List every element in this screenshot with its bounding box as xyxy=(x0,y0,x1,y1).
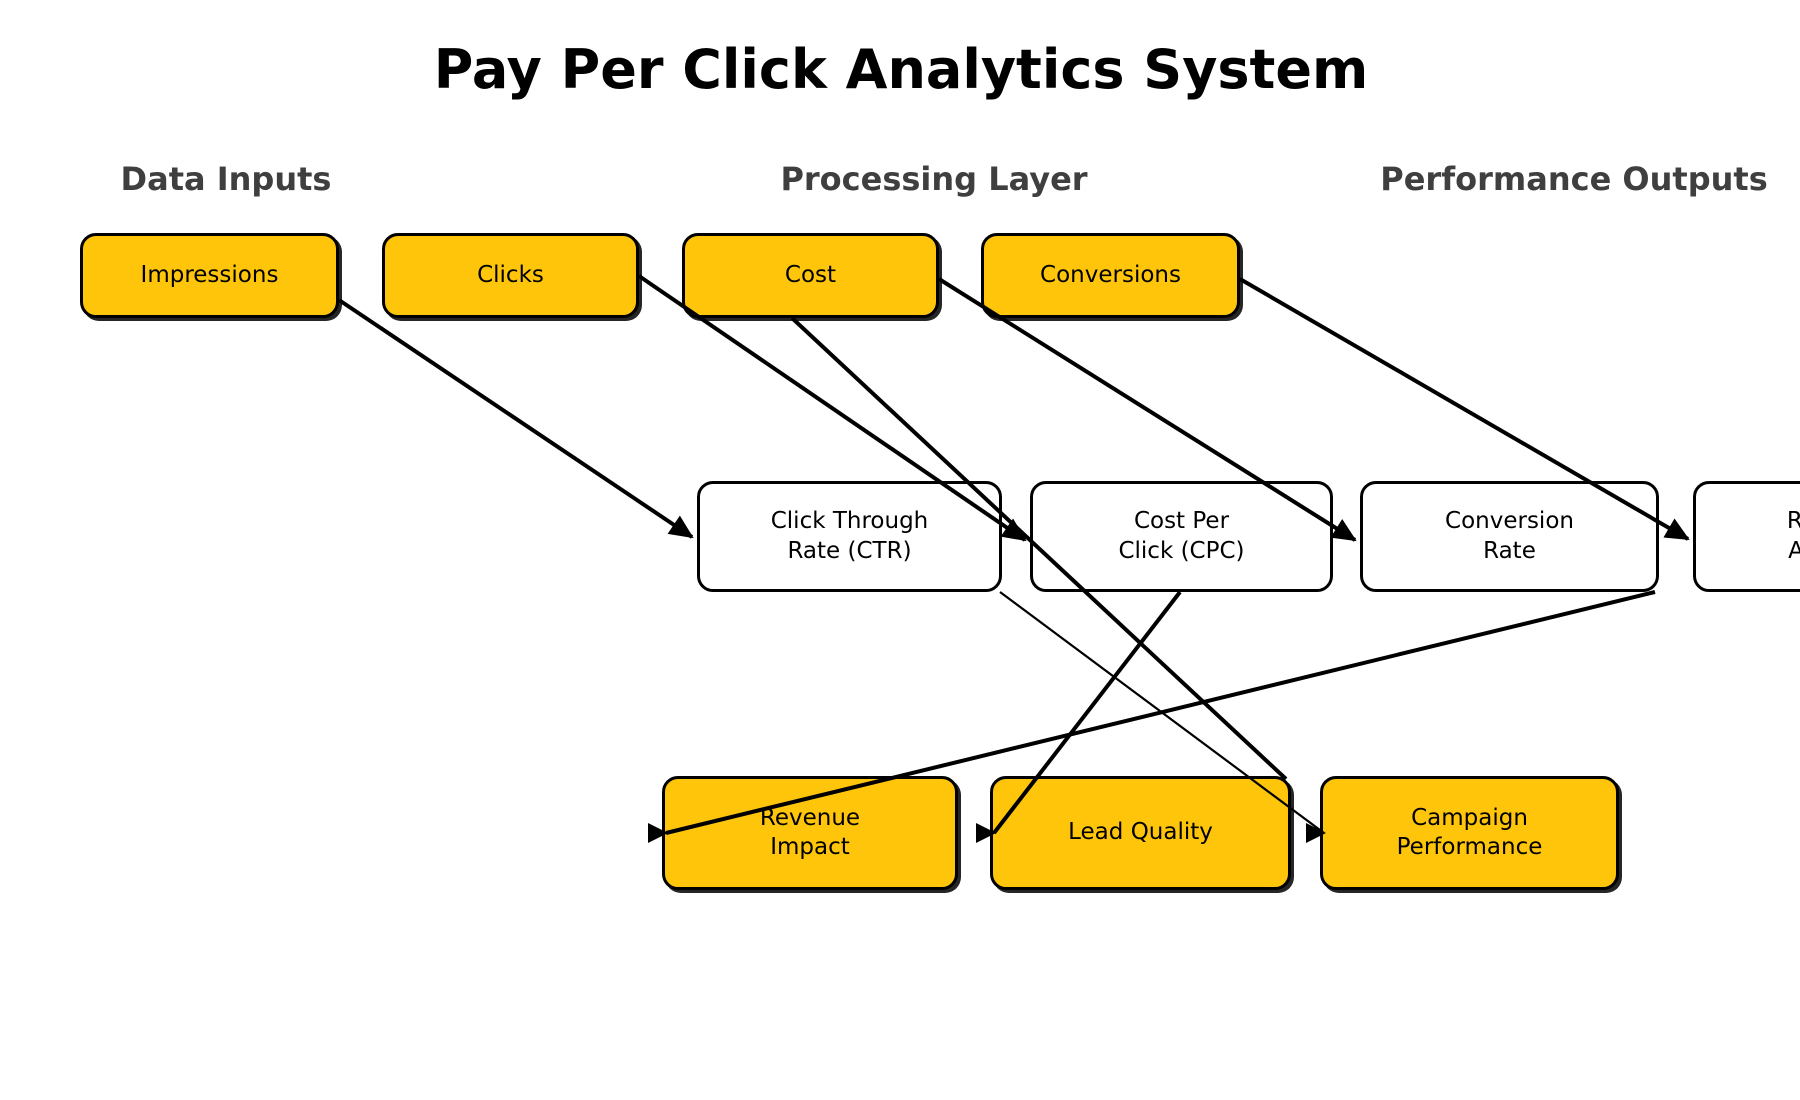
page-title: Pay Per Click Analytics System xyxy=(433,38,1369,101)
column-header-processing-layer: Processing Layer xyxy=(780,160,1088,198)
node-label-cpc: Cost Per Click (CPC) xyxy=(1118,508,1245,564)
node-impressions: Impressions xyxy=(80,233,339,318)
node-lead_quality: Lead Quality xyxy=(990,776,1291,890)
node-label-cost: Cost xyxy=(784,261,837,288)
node-ctr: Click Through Rate (CTR) xyxy=(697,481,1002,592)
node-conversions: Conversions xyxy=(981,233,1240,318)
node-label-ctr: Click Through Rate (CTR) xyxy=(770,508,929,564)
column-header-data-inputs: Data Inputs xyxy=(120,160,332,198)
node-label-revenue_impact: Revenue Impact xyxy=(759,804,861,860)
node-label-conversions: Conversions xyxy=(1040,261,1181,288)
node-conversion_rate: Conversion Rate xyxy=(1360,481,1659,592)
edge-impressions-to-ctr xyxy=(337,298,694,539)
node-campaign_performance: Campaign Performance xyxy=(1320,776,1619,890)
column-header-performance-outputs: Performance Outputs xyxy=(1380,160,1768,198)
node-label-roas: Return on Ad Spend xyxy=(1786,508,1800,564)
node-label-clicks: Clicks xyxy=(477,261,544,288)
node-revenue_impact: Revenue Impact xyxy=(662,776,958,890)
node-label-lead_quality: Lead Quality xyxy=(1068,819,1213,846)
node-roas: Return on Ad Spend xyxy=(1693,481,1800,592)
node-label-conversion_rate: Conversion Rate xyxy=(1445,508,1574,564)
node-label-campaign_performance: Campaign Performance xyxy=(1396,804,1543,860)
node-label-impressions: Impressions xyxy=(140,261,279,288)
node-cpc: Cost Per Click (CPC) xyxy=(1030,481,1333,592)
node-clicks: Clicks xyxy=(382,233,639,318)
node-cost: Cost xyxy=(682,233,939,318)
